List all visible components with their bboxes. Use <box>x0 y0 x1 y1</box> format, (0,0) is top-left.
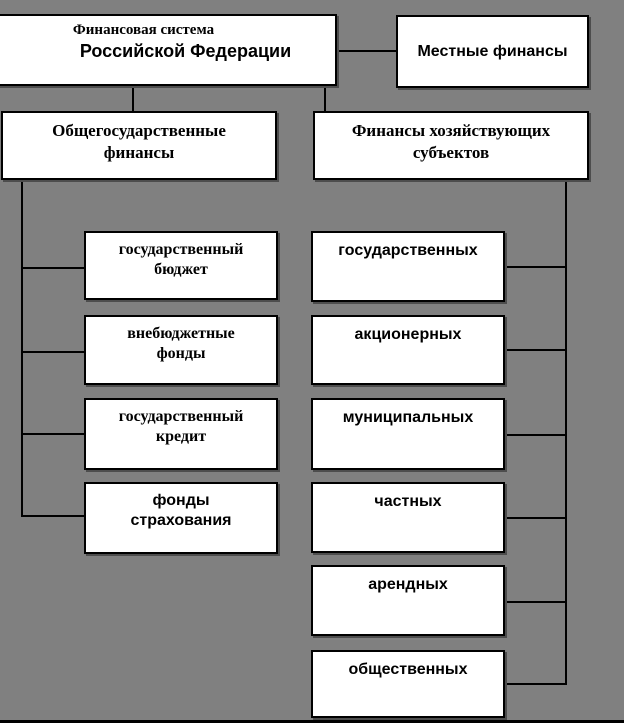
node-financial-system: Финансовая система Российской Федерации <box>0 14 337 86</box>
node-local-finance: Местные финансы <box>396 15 589 88</box>
node-business-entities-finance: Финансы хозяйствующих субъектов <box>313 111 589 180</box>
connector-root-to-local <box>337 50 396 52</box>
node-label: Общегосударственные <box>52 121 226 140</box>
node-insurance-funds: фонды страхования <box>84 482 278 554</box>
node-public-entities: общественных <box>311 650 505 718</box>
node-label: Финансы хозяйствующих <box>351 121 551 140</box>
node-label: кредит <box>155 428 207 445</box>
node-offbudget-funds: внебюджетные фонды <box>84 315 278 385</box>
node-label: страхования <box>130 512 232 529</box>
node-state-entities: государственных <box>311 231 505 302</box>
node-label: фонды <box>152 492 210 509</box>
connector-branch-insurance <box>21 515 84 517</box>
node-label: Местные финансы <box>417 42 568 60</box>
page-bottom-edge <box>0 720 624 723</box>
connector-branch-munic <box>505 434 567 436</box>
connector-branch-arend <box>505 601 567 603</box>
node-label: акционерных <box>354 326 462 343</box>
node-label: общественных <box>348 661 468 678</box>
connector-branch-gos <box>505 266 567 268</box>
connector-root-to-business <box>324 86 326 111</box>
connector-branch-chast <box>505 517 567 519</box>
connector-branch-obshch <box>505 683 567 685</box>
node-label: государственных <box>338 242 478 259</box>
connector-branch-aktsion <box>505 349 567 351</box>
node-label: фонды <box>156 345 206 362</box>
node-state-budget: государственный бюджет <box>84 231 278 300</box>
node-label: бюджет <box>154 261 208 278</box>
node-private-entities: частных <box>311 482 505 553</box>
connector-branch-offbudget <box>21 351 84 353</box>
node-label: частных <box>374 493 442 510</box>
node-label: муниципальных <box>342 409 474 426</box>
node-state-credit: государственный кредит <box>84 398 278 470</box>
node-label: финансы <box>103 143 175 163</box>
node-label: внебюджетные <box>127 325 235 342</box>
connector-business-trunk <box>565 180 567 685</box>
connector-root-to-state <box>132 86 134 111</box>
node-label: Российской Федерации <box>79 40 292 61</box>
node-label: государственный <box>118 241 244 258</box>
connector-state-trunk <box>21 180 23 517</box>
node-label: арендных <box>368 576 448 593</box>
node-leased-entities: арендных <box>311 565 505 636</box>
node-label: Финансовая система <box>72 22 215 38</box>
connector-branch-credit <box>21 433 84 435</box>
node-label: государственный <box>118 408 244 425</box>
connector-branch-budget <box>21 267 84 269</box>
node-label: субъектов <box>412 143 490 163</box>
node-state-finance: Общегосударственные финансы <box>1 111 277 180</box>
node-joint-stock-entities: акционерных <box>311 315 505 385</box>
node-municipal-entities: муниципальных <box>311 398 505 470</box>
